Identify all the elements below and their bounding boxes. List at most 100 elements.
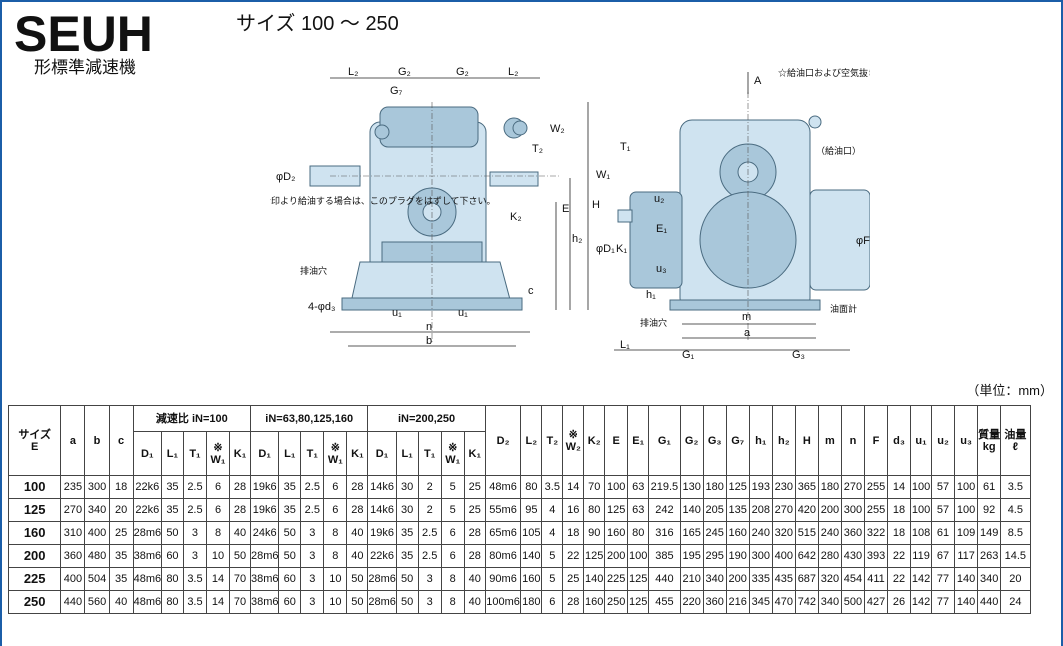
- table-cell: 180: [702, 475, 727, 499]
- label-T2: T₂: [532, 143, 543, 155]
- subheader-g3-col2: L₁: [395, 431, 419, 476]
- table-cell: 420: [794, 498, 819, 522]
- label-note-left: ☆印より給油する場合は、このプラグをはずして下さい。: [270, 195, 496, 206]
- table-cell: 35: [160, 498, 184, 522]
- header-u2: u₂: [931, 405, 956, 476]
- label-W2: W₂: [550, 123, 565, 135]
- table-cell-size: 250: [7, 590, 62, 614]
- table-cell: 208: [748, 498, 773, 522]
- table-cell: 142: [910, 590, 933, 614]
- table-cell: 360: [60, 544, 86, 568]
- table-cell: 263: [977, 544, 1002, 568]
- table-cell: 3: [182, 521, 207, 545]
- table-cell: 340: [977, 567, 1002, 591]
- label-K1: K₁: [616, 243, 627, 255]
- header-group-2: iN=63,80,125,160: [250, 405, 369, 432]
- table-cell: 80: [160, 567, 184, 591]
- table-cell: 210: [679, 567, 704, 591]
- subheader-g1-col3: T₁: [182, 431, 207, 476]
- table-cell: 35: [108, 567, 134, 591]
- table-cell: 67: [931, 544, 956, 568]
- table-cell: 25: [108, 521, 134, 545]
- table-cell: 560: [84, 590, 110, 614]
- header-G7: G₇: [725, 405, 750, 476]
- spec-table: サイズ E a b c 減速比 iN=100 iN=63,80,125,160 …: [7, 405, 1060, 614]
- subheader-g1-col2: L₁: [160, 431, 184, 476]
- table-cell: 440: [648, 567, 681, 591]
- table-cell: 35: [395, 521, 419, 545]
- table-cell: 14: [205, 567, 231, 591]
- table-cell: 50: [395, 567, 419, 591]
- header-L2: L₂: [520, 405, 543, 476]
- header-h1: h₁: [748, 405, 773, 476]
- table-cell: 742: [794, 590, 819, 614]
- table-cell: 50: [160, 521, 184, 545]
- table-cell: 100: [954, 475, 979, 499]
- table-cell: 454: [840, 567, 865, 591]
- table-cell: 28: [463, 544, 486, 568]
- table-cell: 25: [463, 475, 486, 499]
- table-cell: 28: [229, 498, 252, 522]
- label-h2: h₂: [572, 233, 582, 245]
- table-cell: 50: [278, 544, 302, 568]
- table-cell: 335: [748, 567, 773, 591]
- table-cell: 70: [229, 567, 252, 591]
- table-cell: 8.5: [1000, 521, 1031, 545]
- page-subtitle: 形標準減速機: [34, 58, 136, 77]
- table-cell: 65m6: [484, 521, 522, 545]
- table-cell: 3: [300, 567, 325, 591]
- table-cell-size: 160: [7, 521, 62, 545]
- header-d3: d₃: [887, 405, 912, 476]
- table-cell: 3.5: [1000, 475, 1031, 499]
- header-K2: K₂: [583, 405, 606, 476]
- table-cell: 504: [84, 567, 110, 591]
- subheader-g3-col4: ※ W₁: [440, 431, 465, 476]
- label-G2-right: G₂: [456, 66, 469, 78]
- table-cell: 18: [887, 498, 912, 522]
- table-cell: 400: [84, 521, 110, 545]
- table-cell: 95: [520, 498, 543, 522]
- table-cell: 25: [463, 498, 486, 522]
- header-F: F: [863, 405, 889, 476]
- table-cell: 200: [817, 498, 842, 522]
- table-cell: 322: [863, 521, 889, 545]
- header-c: c: [108, 405, 134, 476]
- header-u1: u₁: [910, 405, 933, 476]
- table-cell: 3: [417, 590, 442, 614]
- table-cell: 130: [679, 475, 704, 499]
- table-cell: 28: [562, 590, 585, 614]
- table-cell: 80: [520, 475, 543, 499]
- table-cell: 28: [346, 498, 369, 522]
- header-G1: G₁: [648, 405, 681, 476]
- table-cell: 22: [887, 567, 912, 591]
- table-cell: 5: [440, 498, 465, 522]
- table-cell: 642: [794, 544, 819, 568]
- header-u3: u₃: [954, 405, 979, 476]
- table-cell: 200: [604, 544, 629, 568]
- table-cell: 125: [583, 544, 606, 568]
- size-range: サイズ 100 ～ 250: [236, 13, 399, 35]
- subheader-g1-col5: K₁: [229, 431, 252, 476]
- table-cell: 57: [931, 498, 956, 522]
- table-cell: 3: [417, 567, 442, 591]
- table-cell: 4.5: [1000, 498, 1031, 522]
- subheader-g2-col2: L₁: [278, 431, 302, 476]
- subheader-g3-col3: T₁: [417, 431, 442, 476]
- table-cell: 340: [702, 567, 727, 591]
- table-cell: 18: [887, 521, 912, 545]
- table-cell: 28m6: [367, 590, 397, 614]
- table-cell: 10: [323, 590, 348, 614]
- table-cell: 28: [346, 475, 369, 499]
- table-cell: 140: [583, 567, 606, 591]
- table-cell: 316: [648, 521, 681, 545]
- table-cell: 92: [977, 498, 1002, 522]
- table-cell: 28m6: [250, 544, 280, 568]
- label-drain-left: 排油穴: [300, 265, 327, 276]
- table-cell: 19k6: [367, 521, 397, 545]
- label-n: n: [426, 321, 432, 333]
- table-cell: 20: [108, 498, 134, 522]
- unit-label: （単位：mm）: [966, 383, 1053, 398]
- table-cell: 26: [887, 590, 912, 614]
- table-cell: 80: [583, 498, 606, 522]
